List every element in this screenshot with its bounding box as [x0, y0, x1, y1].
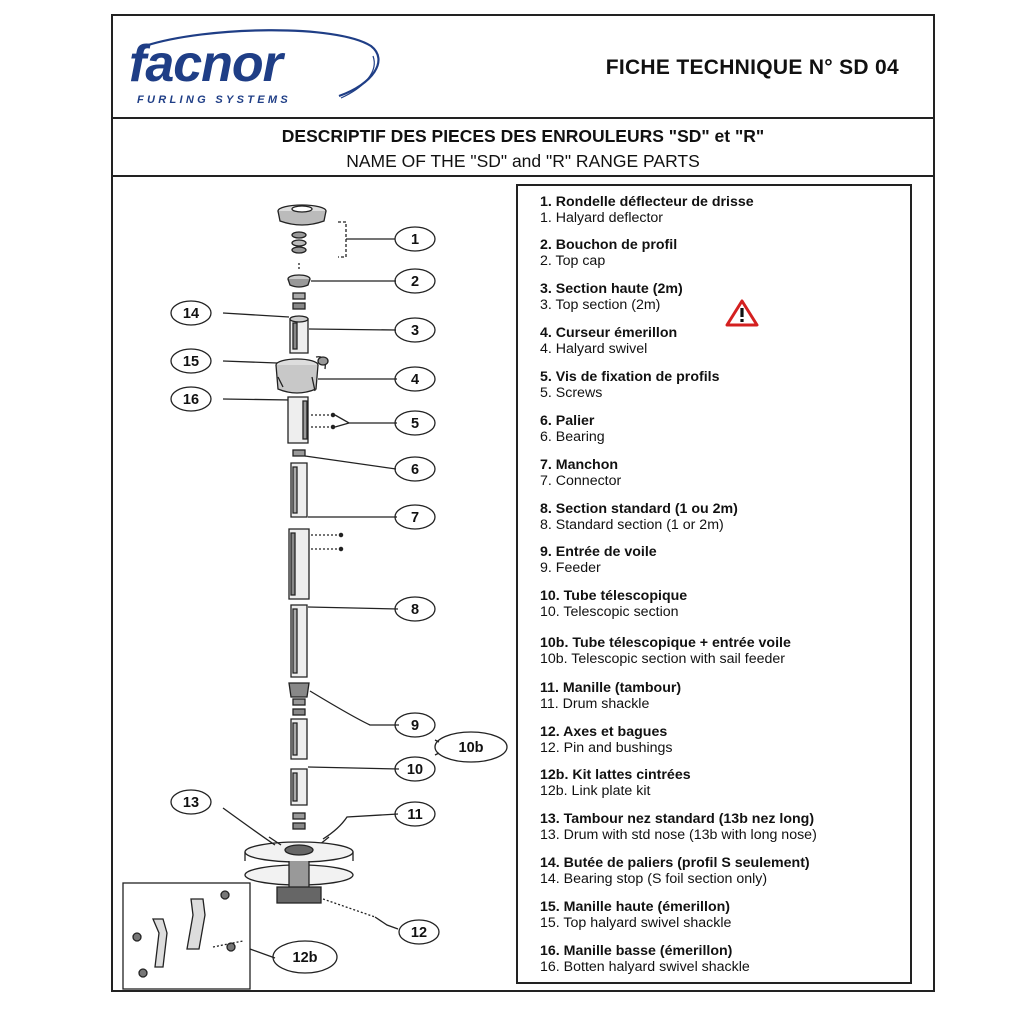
part-name-fr: 1. Rondelle déflecteur de drisse [540, 194, 754, 210]
part-entry: 11. Manille (tambour) 11. Drum shackle [540, 680, 910, 712]
part-name-en: 1. Halyard deflector [540, 210, 664, 226]
link-plate-kit [122, 882, 251, 990]
part-name-fr: 13. Tambour nez standard (13b nez long) [540, 811, 815, 827]
logo-tagline: FURLING SYSTEMS [137, 94, 292, 106]
heading-english: NAME OF THE "SD" and "R" RANGE PARTS [346, 151, 700, 171]
part-name-en: 9. Feeder [540, 560, 601, 576]
part-name-en: 10. Telescopic section [540, 604, 679, 620]
part-entry: 15. Manille haute (émerillon) 15. Top ha… [540, 899, 910, 931]
callout-12: 12 [411, 925, 427, 941]
part-entry: 13. Tambour nez standard (13b nez long) … [540, 811, 910, 843]
part-entry: 10. Tube télescopique 10. Telescopic sec… [540, 588, 910, 620]
callout-14: 14 [183, 306, 199, 322]
callout-13: 13 [183, 795, 199, 811]
callout-5: 5 [411, 416, 419, 432]
part-name-en: 8. Standard section (1 or 2m) [540, 517, 724, 533]
telescopic-section-part [290, 708, 308, 830]
heading-french: DESCRIPTIF DES PIECES DES ENROULEURS "SD… [281, 126, 765, 146]
part-name-en: 3. Top section (2m) [540, 297, 661, 313]
part-name-en: 5. Screws [540, 385, 603, 401]
part-entry: 16. Manille basse (émerillon) 16. Botten… [540, 943, 910, 975]
part-entry: 6. Palier 6. Bearing [540, 413, 910, 445]
part-entry: 8. Section standard (1 ou 2m) 8. Standar… [540, 501, 910, 533]
part-entry: 14. Butée de paliers (profil S seulement… [540, 855, 910, 887]
part-name-en: 11. Drum shackle [540, 696, 650, 712]
callout-3: 3 [411, 323, 419, 339]
part-name-fr: 8. Section standard (1 ou 2m) [540, 501, 738, 517]
top-section-part [289, 315, 309, 354]
part-name-en: 12. Pin and bushings [540, 740, 673, 756]
sheet-title: FICHE TECHNIQUE N° SD 04 [605, 56, 899, 79]
part-name-fr: 14. Butée de paliers (profil S seulement… [540, 855, 810, 871]
part-name-fr: 6. Palier [540, 413, 595, 429]
part-name-fr: 7. Manchon [540, 457, 619, 473]
title-band: DESCRIPTIF DES PIECES DES ENROULEURS "SD… [113, 119, 933, 177]
part-name-fr: 16. Manille basse (émerillon) [540, 943, 733, 959]
part-entry: 12b. Kit lattes cintrées 12b. Link plate… [540, 767, 910, 799]
part-name-fr: 10b. Tube télescopique + entrée voile [540, 635, 791, 651]
callout-2: 2 [411, 274, 419, 290]
part-entry: 1. Rondelle déflecteur de drisse 1. Haly… [540, 194, 910, 226]
part-entry: 10b. Tube télescopique + entrée voile 10… [540, 635, 910, 667]
part-name-fr: 10. Tube télescopique [540, 588, 688, 604]
part-name-fr: 4. Curseur émerillon [540, 325, 678, 341]
part-entry: 12. Axes et bagues 12. Pin and bushings [540, 724, 910, 756]
callout-12b: 12b [293, 950, 318, 966]
part-name-en: 13. Drum with std nose (13b with long no… [540, 827, 817, 843]
callout-1: 1 [411, 232, 419, 248]
warning-triangle-icon [725, 299, 759, 327]
part-name-en: 4. Halyard swivel [540, 341, 648, 357]
part-name-en: 6. Bearing [540, 429, 605, 445]
part-entry: 5. Vis de fixation de profils 5. Screws [540, 369, 910, 401]
technical-sheet: facnor FURLING SYSTEMS FICHE TECHNIQUE N… [111, 14, 935, 992]
halyard-deflector-part [277, 204, 327, 254]
part-name-en: 12b. Link plate kit [540, 783, 651, 799]
section-with-screws-part [287, 396, 336, 444]
part-name-en: 16. Botten halyard swivel shackle [540, 959, 750, 975]
callout-11: 11 [407, 807, 422, 823]
part-entry: 2. Bouchon de profil 2. Top cap [540, 237, 910, 269]
part-entry: 9. Entrée de voile 9. Feeder [540, 544, 910, 576]
callout-10: 10 [407, 762, 423, 778]
callout-labels: 1 2 3 4 5 6 7 8 9 10 10b 11 12 12b 13 14… [183, 232, 484, 966]
part-name-fr: 11. Manille (tambour) [540, 680, 682, 696]
part-name-en: 2. Top cap [540, 253, 606, 269]
part-name-fr: 9. Entrée de voile [540, 544, 657, 560]
callout-8: 8 [411, 602, 419, 618]
exploded-diagram: 1 2 3 4 5 6 7 8 9 10 10b 11 12 12b 13 14… [122, 204, 508, 990]
connector-part [290, 462, 308, 518]
top-cap-part [287, 263, 311, 288]
part-name-en: 15. Top halyard swivel shackle [540, 915, 732, 931]
callout-10b: 10b [459, 740, 484, 756]
callout-15: 15 [183, 354, 199, 370]
halyard-swivel-part [275, 356, 329, 394]
part-entry: 4. Curseur émerillon 4. Halyard swivel [540, 325, 910, 357]
part-name-en: 10b. Telescopic section with sail feeder [540, 651, 786, 667]
standard-section-part [288, 528, 344, 678]
part-name-fr: 3. Section haute (2m) [540, 281, 683, 297]
callout-7: 7 [411, 510, 419, 526]
callout-4: 4 [411, 372, 419, 388]
part-name-fr: 5. Vis de fixation de profils [540, 369, 720, 385]
part-name-en: 14. Bearing stop (S foil section only) [540, 871, 768, 887]
part-name-fr: 12b. Kit lattes cintrées [540, 767, 691, 783]
parts-list: 1. Rondelle déflecteur de drisse 1. Haly… [516, 184, 912, 984]
bearing-part [292, 449, 306, 457]
feeder-part [288, 682, 310, 706]
drum-part [244, 836, 354, 904]
callout-9: 9 [411, 718, 419, 734]
part-entry: 3. Section haute (2m) 3. Top section (2m… [540, 281, 910, 313]
logo-wordmark: facnor [129, 35, 283, 93]
callout-16: 16 [183, 392, 199, 408]
brand-logo: facnor FURLING SYSTEMS [127, 24, 387, 114]
part-name-en: 7. Connector [540, 473, 622, 489]
part-name-fr: 2. Bouchon de profil [540, 237, 678, 253]
callout-6: 6 [411, 462, 419, 478]
part-entry: 7. Manchon 7. Connector [540, 457, 910, 489]
logo-swoosh-icon [144, 29, 380, 99]
part-name-fr: 15. Manille haute (émerillon) [540, 899, 731, 915]
header: facnor FURLING SYSTEMS FICHE TECHNIQUE N… [113, 16, 933, 119]
part-name-fr: 12. Axes et bagues [540, 724, 668, 740]
